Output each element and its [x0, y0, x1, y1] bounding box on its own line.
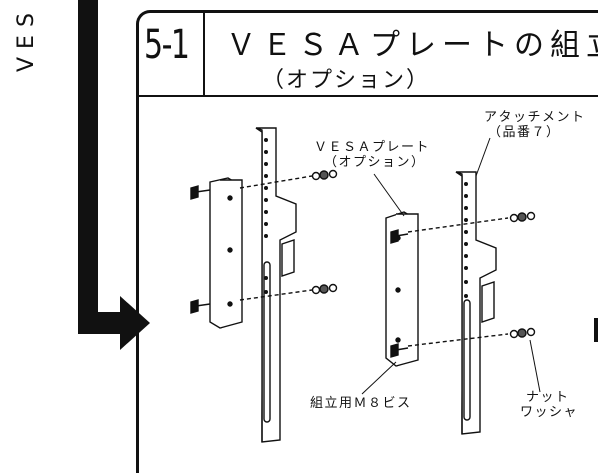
step-frame: [136, 10, 598, 473]
assembly-illustration: [78, 0, 598, 443]
header-divider: [136, 95, 598, 97]
attachment-label: アタッチメント （品番７）: [484, 110, 586, 140]
left-assembly: [209, 127, 297, 443]
step-number: 5-1: [144, 22, 190, 68]
page-subtitle: （オプション）: [262, 68, 431, 93]
left-screws: [190, 169, 338, 314]
screw-label: 組立用Ｍ８ビス: [310, 396, 412, 411]
right-screws: [390, 211, 536, 358]
right-assembly: [385, 171, 497, 435]
edge-mark: [594, 318, 598, 342]
flow-arrow-icon: [78, 0, 150, 350]
leader-lines: [361, 137, 541, 395]
washer-label: ワッシャ: [520, 405, 579, 420]
nut-washer-label: ナット ワッシャ: [520, 390, 578, 420]
attachment-label-line2: （品番７）: [488, 125, 561, 140]
nut-label: ナット: [526, 390, 570, 405]
step-number-box: [139, 13, 205, 95]
attachment-label-line1: アタッチメント: [484, 110, 586, 125]
vesa-plate-label: ＶＥＳＡプレート （オプション）: [314, 140, 430, 170]
vesa-plate-label-line1: ＶＥＳＡプレート: [314, 140, 431, 155]
vesa-plate-label-line2: （オプション）: [324, 155, 426, 170]
page-title: ＶＥＳＡプレートの組立: [226, 28, 598, 63]
